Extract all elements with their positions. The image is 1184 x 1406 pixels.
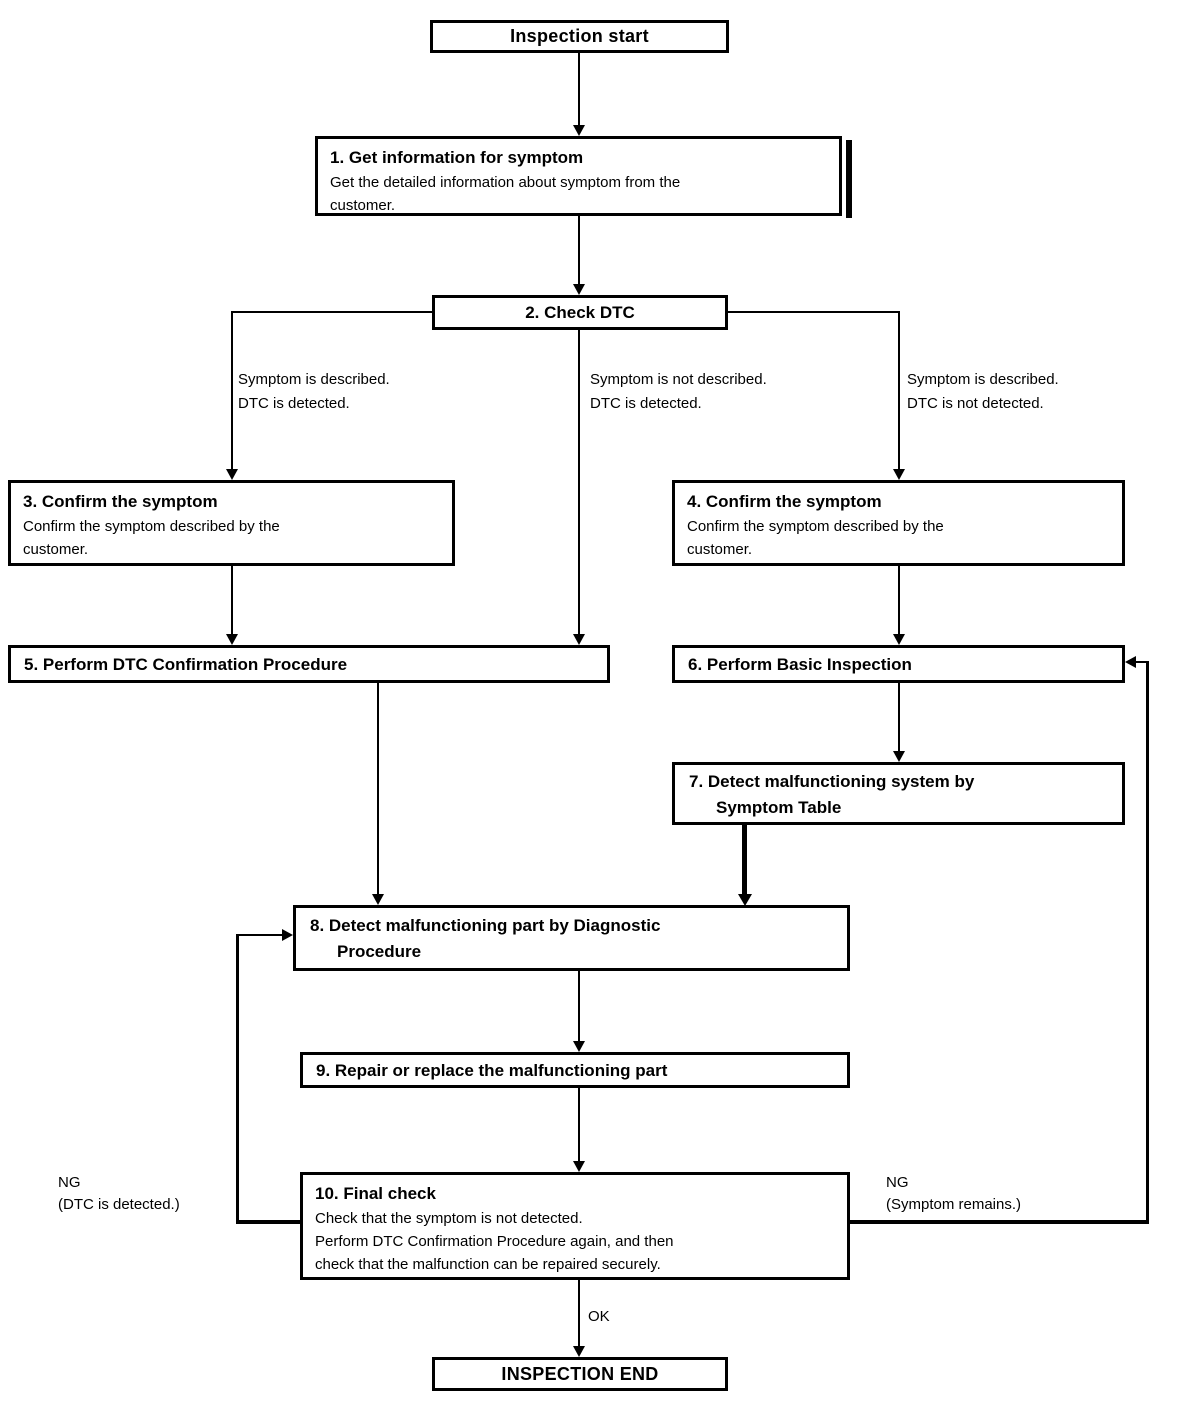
edge-step2-branch-left-vertical: [231, 311, 233, 470]
node-step-4: 4. Confirm the symptom Confirm the sympt…: [672, 480, 1125, 566]
edge-step4-to-step6: [898, 566, 900, 635]
edge-ng-right-horizontal-bottom: [850, 1220, 1149, 1224]
ng-right-label-line-2: (Symptom remains.): [886, 1196, 1022, 1213]
edge-step1-to-step2: [578, 216, 580, 285]
branch-label-middle: Symptom is not described. DTC is detecte…: [590, 368, 767, 416]
edge-ng-right-horizontal-top: [1136, 661, 1146, 663]
step-10-body-line-2: Perform DTC Confirmation Procedure again…: [315, 1233, 674, 1250]
step-10-body-line-1: Check that the symptom is not detected.: [315, 1210, 583, 1227]
edge-ng-left-vertical: [236, 934, 239, 1224]
branch-label-right: Symptom is described. DTC is not detecte…: [907, 368, 1059, 416]
step-3-title: 3. Confirm the symptom: [23, 492, 218, 511]
edge-step9-to-step10: [578, 1088, 580, 1162]
ng-right-label: NG (Symptom remains.): [886, 1172, 1021, 1216]
arrowhead-into-end: [573, 1346, 585, 1357]
edge-step2-branch-middle-vertical: [578, 330, 580, 635]
edge-step10-to-end: [578, 1280, 580, 1347]
ng-left-label-line-2: (DTC is detected.): [58, 1196, 180, 1213]
step-8-title-line-1: 8. Detect malfunctioning part by Diagnos…: [310, 916, 661, 935]
edge-step6-to-step7: [898, 683, 900, 752]
step-1-body-line-2: customer.: [330, 197, 396, 214]
arrowhead-into-step8-feedback: [282, 929, 293, 941]
arrowhead-into-step4: [893, 469, 905, 480]
step-4-body-line-2: customer.: [687, 541, 753, 558]
node-step-3: 3. Confirm the symptom Confirm the sympt…: [8, 480, 455, 566]
node-step-8: 8. Detect malfunctioning part by Diagnos…: [293, 905, 850, 971]
node-inspection-start: Inspection start: [430, 20, 729, 53]
ng-right-label-line-1: NG: [886, 1174, 909, 1191]
node-step-6: 6. Perform Basic Inspection: [672, 645, 1125, 683]
arrowhead-into-step5-left: [226, 634, 238, 645]
arrowhead-into-step7: [893, 751, 905, 762]
arrowhead-into-step1: [573, 125, 585, 136]
branch-label-left: Symptom is described. DTC is detected.: [238, 368, 390, 416]
edge-ng-left-horizontal-bottom: [236, 1220, 300, 1224]
arrowhead-into-step8-left: [372, 894, 384, 905]
arrowhead-into-step6-feedback: [1125, 656, 1136, 668]
edge-step7-to-step8: [742, 825, 747, 895]
edge-start-to-step1: [578, 53, 580, 127]
step-1-box-shadow: [846, 140, 852, 218]
arrowhead-into-step8-right: [738, 894, 752, 906]
branch-label-middle-line-1: Symptom is not described.: [590, 371, 767, 388]
edge-step5-to-step8: [377, 683, 379, 895]
edge-step2-branch-right-horizontal: [728, 311, 900, 313]
step-7-title-line-1: 7. Detect malfunctioning system by: [689, 772, 975, 791]
node-step-10: 10. Final check Check that the symptom i…: [300, 1172, 850, 1280]
ng-left-label: NG (DTC is detected.): [58, 1172, 180, 1216]
step-4-title: 4. Confirm the symptom: [687, 492, 882, 511]
arrowhead-into-step9: [573, 1041, 585, 1052]
edge-step2-branch-right-vertical: [898, 311, 900, 470]
edge-step2-branch-left-horizontal: [231, 311, 432, 313]
arrowhead-into-step5-middle: [573, 634, 585, 645]
node-step-7: 7. Detect malfunctioning system by Sympt…: [672, 762, 1125, 825]
branch-label-right-line-1: Symptom is described.: [907, 371, 1059, 388]
arrowhead-into-step6: [893, 634, 905, 645]
node-step-5: 5. Perform DTC Confirmation Procedure: [8, 645, 610, 683]
step-8-title-line-2: Procedure: [337, 942, 422, 961]
ok-label: OK: [588, 1308, 610, 1325]
arrowhead-into-step10: [573, 1161, 585, 1172]
edge-step8-to-step9: [578, 971, 580, 1042]
edge-ng-left-horizontal-top: [238, 934, 282, 936]
step-1-body-line-1: Get the detailed information about sympt…: [330, 174, 681, 191]
step-4-body-line-1: Confirm the symptom described by the: [687, 518, 944, 535]
branch-label-right-line-2: DTC is not detected.: [907, 395, 1044, 412]
branch-label-middle-line-2: DTC is detected.: [590, 395, 702, 412]
step-10-body-line-3: check that the malfunction can be repair…: [315, 1256, 661, 1273]
branch-label-left-line-1: Symptom is described.: [238, 371, 390, 388]
branch-label-left-line-2: DTC is detected.: [238, 395, 350, 412]
node-step-9: 9. Repair or replace the malfunctioning …: [300, 1052, 850, 1088]
arrowhead-into-step2: [573, 284, 585, 295]
ng-left-label-line-1: NG: [58, 1174, 81, 1191]
arrowhead-into-step3: [226, 469, 238, 480]
step-3-body-line-1: Confirm the symptom described by the: [23, 518, 280, 535]
node-step-2: 2. Check DTC: [432, 295, 728, 330]
step-1-title: 1. Get information for symptom: [330, 148, 584, 167]
edge-step3-to-step5: [231, 566, 233, 635]
node-inspection-end: INSPECTION END: [432, 1357, 728, 1391]
node-step-1: 1. Get information for symptom Get the d…: [315, 136, 842, 216]
step-7-title-line-2: Symptom Table: [716, 798, 842, 817]
step-10-title: 10. Final check: [315, 1184, 436, 1203]
step-3-body-line-2: customer.: [23, 541, 89, 558]
edge-ng-right-vertical: [1146, 661, 1149, 1224]
